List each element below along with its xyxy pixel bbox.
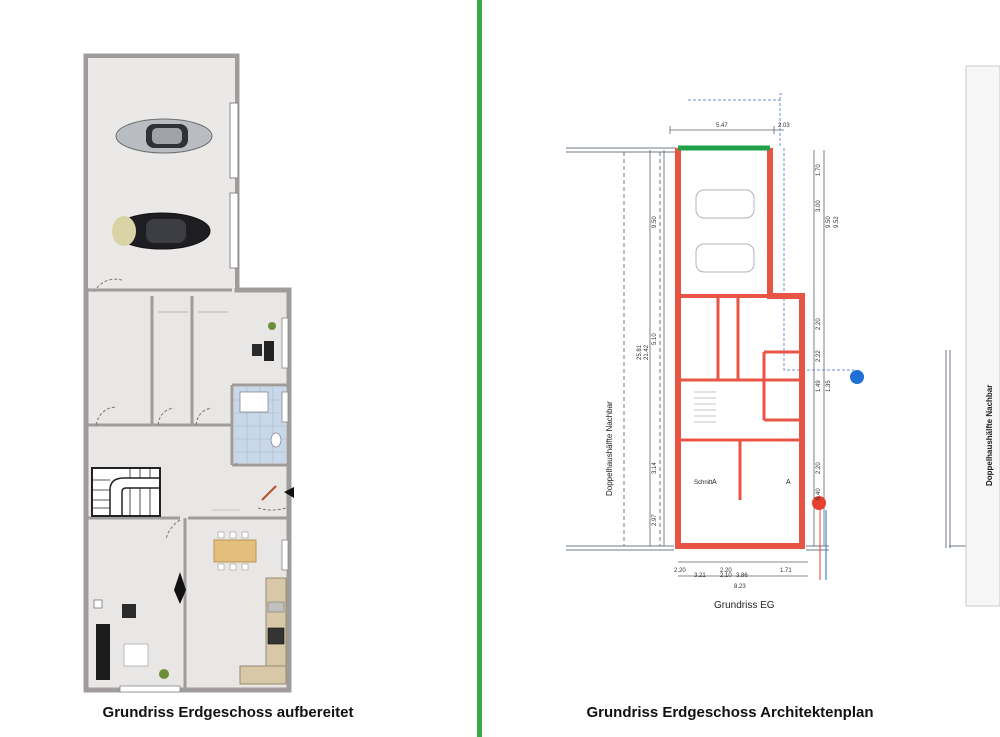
- office-window: [281, 317, 289, 369]
- entrance-door: [261, 485, 277, 501]
- dim-right-3: 9.50: [826, 216, 832, 228]
- dim-right-8: 1.35: [826, 380, 832, 392]
- site-boundary-lines: [566, 147, 1000, 551]
- office-desk: [264, 341, 274, 361]
- dim-top-2: 2.03: [778, 123, 790, 129]
- plant-icon: [268, 322, 276, 330]
- right-caption: Grundriss Erdgeschoss Architektenplan: [586, 704, 874, 721]
- dim-right-6: 2.22: [816, 350, 822, 362]
- car-silver: [115, 118, 213, 154]
- plan-title: Grundriss EG: [714, 600, 775, 611]
- dim-right-10: 6.40: [816, 488, 822, 500]
- car-black: [112, 212, 211, 250]
- kitchen-counter: [239, 577, 287, 685]
- living-room-furniture: [93, 572, 186, 680]
- processed-floor-plan-panel: Grundriss Erdgeschoss aufbereitet: [0, 0, 478, 737]
- living-window: [281, 539, 289, 571]
- garage-car-outline: [695, 189, 755, 219]
- dim-left-3: 3.14: [652, 462, 658, 474]
- side-table: [93, 599, 103, 609]
- architect-plan-panel: 5.47 2.03 2.20 2.20 1.71 3.86 8.23 3.21 …: [484, 0, 1000, 737]
- sofa: [96, 624, 110, 680]
- terrace-window: [119, 685, 181, 693]
- garage-car-outline: [695, 243, 755, 273]
- entrance-arrow-icon: [284, 487, 294, 498]
- utility-line: [783, 148, 854, 371]
- garage-window: [229, 192, 239, 269]
- dining-table: [213, 531, 257, 571]
- dim-bottom-4: 3.86: [736, 573, 748, 579]
- dim-left-6: 21.42: [644, 344, 650, 360]
- dim-left-5: 25.81: [637, 344, 643, 360]
- garage-area: [88, 58, 235, 288]
- garage-window: [229, 102, 239, 179]
- dim-bottom-2: 2.20: [720, 568, 732, 574]
- dim-right-5: 2.20: [816, 318, 822, 330]
- plan-staircase: [694, 391, 716, 423]
- neighbor-left-label: Doppelhaushälfte Nachbar: [605, 401, 614, 496]
- bathtub: [239, 391, 269, 413]
- dim-top-1: 5.47: [716, 123, 728, 129]
- interior-walls: [88, 288, 287, 688]
- dim-right-7: 1.49: [816, 380, 822, 392]
- staircase: [91, 467, 161, 517]
- fireplace: [174, 572, 186, 604]
- building-walls: [675, 148, 805, 549]
- section-schnitt-label: Schnitt: [694, 480, 713, 486]
- blue-connection-marker: [850, 370, 864, 384]
- dim-bottom-7: 2.10: [720, 573, 732, 579]
- dim-right-4: 9.52: [834, 216, 840, 228]
- toilet: [270, 432, 282, 448]
- dim-left-1: 9.50: [652, 216, 658, 228]
- left-caption: Grundriss Erdgeschoss aufbereitet: [102, 704, 354, 721]
- dim-bottom-6: 3.21: [694, 573, 706, 579]
- dim-left-2: 5.10: [652, 333, 658, 345]
- dim-bottom-1: 2.20: [674, 568, 686, 574]
- utility-line: [688, 93, 784, 148]
- dim-right-1: 1.70: [816, 164, 822, 176]
- armchair: [122, 604, 136, 618]
- bath-window: [281, 391, 289, 423]
- dim-bottom-3: 1.71: [780, 568, 792, 574]
- plant-icon: [159, 669, 169, 679]
- office-chair: [252, 344, 262, 356]
- dim-left-4: 2.97: [652, 514, 658, 526]
- adjacent-sheet-edge: [965, 65, 1000, 607]
- dim-right-9: 2.20: [816, 462, 822, 474]
- section-a-right: A: [786, 479, 791, 486]
- section-a-left: A: [712, 479, 717, 486]
- dim-bottom-5: 8.23: [734, 584, 746, 590]
- dim-right-2: 3.00: [816, 200, 822, 212]
- processed-floor-plan: [83, 53, 294, 693]
- architect-floor-plan: 5.47 2.03 2.20 2.20 1.71 3.86 8.23 3.21 …: [566, 65, 1000, 611]
- red-connection-marker: [812, 496, 826, 510]
- neighbor-right-label: Doppelhaushälfte Nachbar: [985, 385, 994, 486]
- coffee-table: [123, 643, 149, 667]
- dimension-lines: [649, 126, 825, 577]
- panel-divider: [477, 0, 482, 737]
